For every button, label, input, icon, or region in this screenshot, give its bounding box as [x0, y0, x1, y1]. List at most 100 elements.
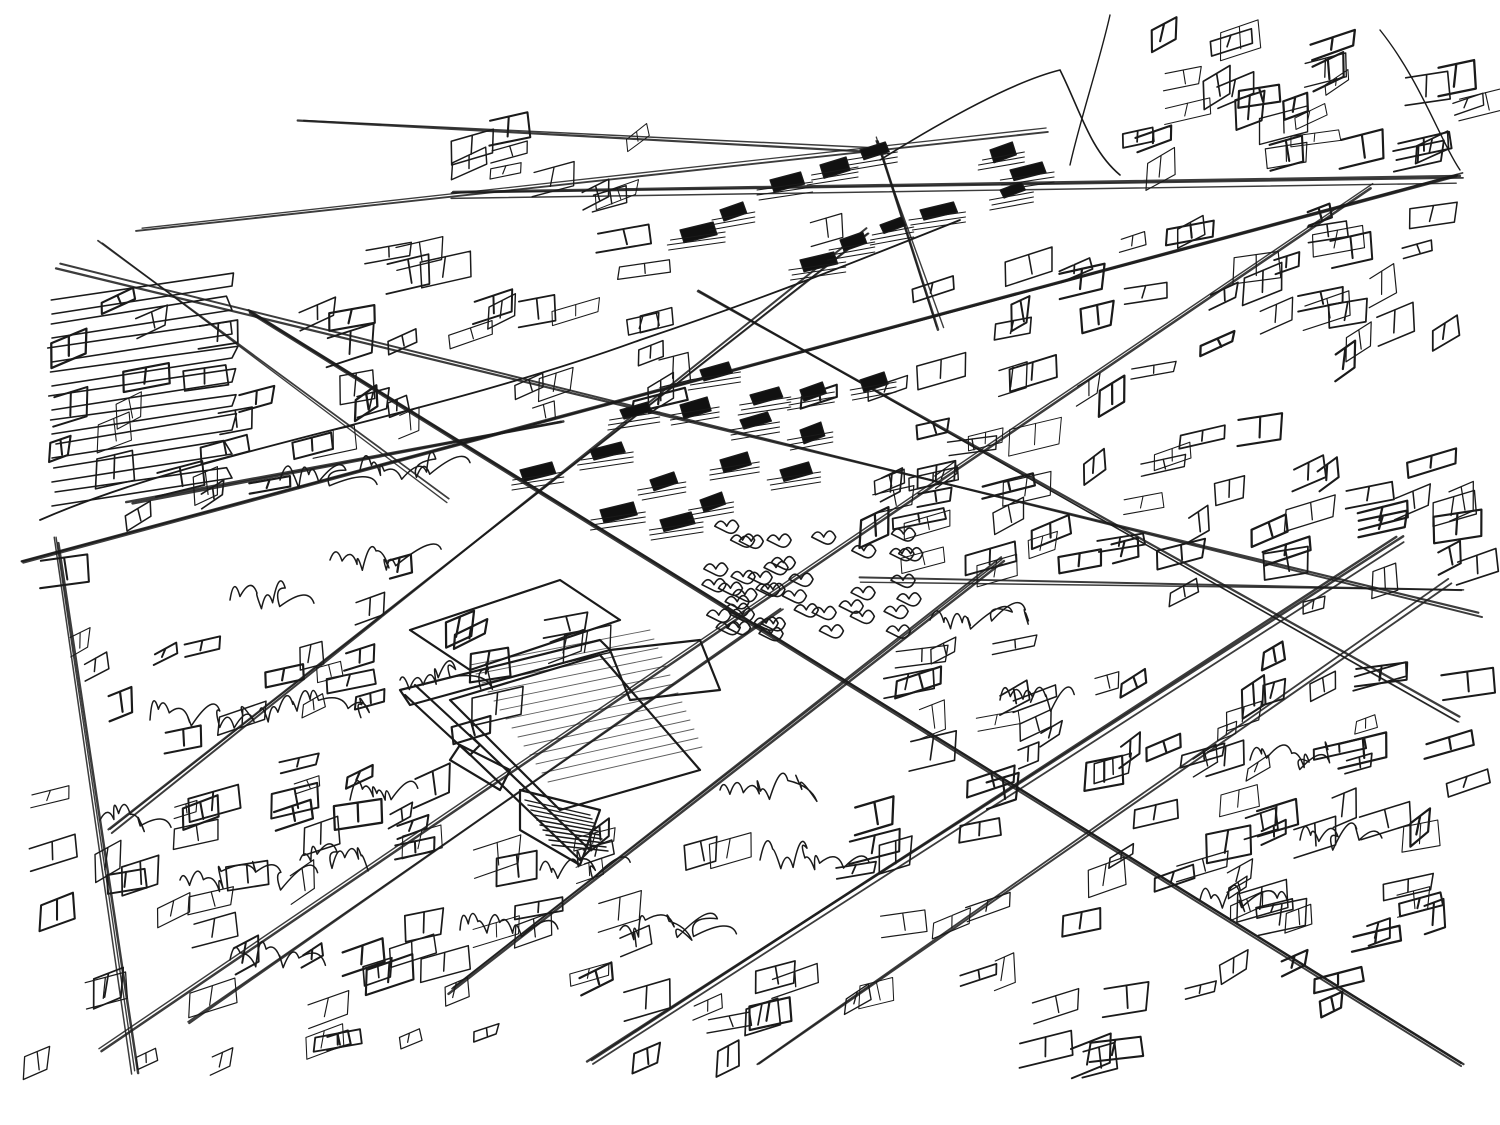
- building-block: [69, 627, 91, 658]
- building-block: [471, 288, 514, 325]
- hatch-stroke: [689, 376, 742, 386]
- hatch-stroke: [740, 401, 792, 411]
- building-block: [293, 775, 321, 795]
- wing-shading: [536, 819, 599, 832]
- hatch-stroke: [669, 231, 726, 241]
- building-block: [911, 275, 955, 304]
- building-block: [1058, 257, 1094, 284]
- tree-scribble: [459, 912, 559, 938]
- hatch-stroke: [870, 231, 915, 241]
- building-block: [1205, 739, 1245, 778]
- slab-building: [50, 272, 235, 315]
- building-block: [1218, 949, 1249, 986]
- building-block: [1019, 708, 1052, 742]
- building-block: [1153, 441, 1192, 472]
- building-block: [966, 764, 1016, 799]
- hatch-stroke: [846, 151, 898, 161]
- wing-shading: [548, 839, 607, 848]
- hatch-stroke: [758, 191, 814, 201]
- building-block: [344, 763, 374, 790]
- building-block: [182, 364, 230, 392]
- tree-clump: [713, 519, 740, 535]
- building-block: [594, 179, 640, 211]
- building-block: [1313, 965, 1365, 995]
- courtyard-hatch: [541, 737, 699, 774]
- building-block: [495, 849, 538, 888]
- hatch-stroke: [789, 441, 834, 451]
- road-stroke: [57, 541, 140, 1075]
- hatch-stroke: [709, 466, 760, 476]
- building-block: [299, 640, 325, 671]
- wing-shading: [524, 799, 591, 816]
- wing-shading: [551, 844, 609, 852]
- slab-building: [50, 295, 233, 339]
- building-block: [188, 977, 238, 1019]
- tree-scribble: [259, 689, 370, 723]
- building-block: [1008, 354, 1058, 393]
- hatch-stroke: [648, 521, 704, 531]
- tree-clump: [793, 603, 820, 618]
- wing-shading: [545, 834, 605, 844]
- building-block: [1162, 65, 1202, 92]
- building-block: [191, 911, 239, 949]
- wing-shading: [533, 814, 597, 828]
- building-block: [30, 785, 70, 809]
- hatch-stroke: [641, 491, 687, 501]
- hatch-stroke: [709, 216, 756, 226]
- building-block: [403, 907, 445, 943]
- building-block: [301, 693, 326, 719]
- road-stroke: [696, 290, 1461, 718]
- hatch-stroke: [806, 176, 859, 186]
- building-block: [1432, 508, 1483, 545]
- hatch-stroke: [756, 186, 814, 196]
- building-block: [385, 253, 431, 295]
- road-stroke: [22, 173, 1459, 564]
- building-block: [1123, 281, 1168, 306]
- building-block: [1311, 224, 1366, 258]
- building-block: [444, 976, 470, 1007]
- building-block: [452, 618, 489, 651]
- building-block: [1175, 850, 1229, 883]
- hatch-stroke: [850, 386, 897, 396]
- building-block: [879, 909, 928, 939]
- tree-scribble: [539, 850, 631, 880]
- building-block: [1061, 906, 1102, 938]
- hatch-stroke: [689, 506, 735, 516]
- building-block: [1241, 261, 1283, 307]
- building-block: [991, 634, 1038, 656]
- building-block: [1368, 263, 1398, 309]
- building-block: [683, 835, 718, 871]
- building-block: [1437, 58, 1477, 98]
- tree-clump: [850, 543, 877, 559]
- road-stroke: [100, 187, 1372, 1053]
- building-block: [387, 328, 418, 356]
- hatch-stroke: [709, 471, 760, 481]
- building-block: [1404, 70, 1452, 107]
- building-block: [339, 369, 376, 406]
- road-stroke: [124, 420, 563, 504]
- hatch-stroke: [729, 421, 781, 431]
- hatch-stroke: [1001, 176, 1055, 186]
- hatch-stroke: [688, 501, 735, 511]
- slab-building: [46, 320, 233, 363]
- tree-clump: [890, 573, 916, 589]
- road-stroke: [450, 182, 1457, 200]
- tree-clump: [811, 605, 837, 621]
- tree-scribble: [349, 779, 419, 801]
- building-block: [997, 361, 1028, 398]
- road-stroke: [451, 174, 1462, 194]
- building-block: [1118, 230, 1147, 253]
- building-block: [1376, 301, 1416, 347]
- building-block: [1057, 548, 1103, 575]
- courtyard-hatch: [535, 728, 695, 765]
- tree-clump: [849, 609, 876, 625]
- building-block: [154, 460, 206, 498]
- road-stroke: [54, 267, 1480, 614]
- tree-clump: [889, 546, 915, 562]
- tree-scribble: [279, 464, 378, 489]
- building-block: [107, 685, 134, 723]
- dark-building: [679, 396, 712, 420]
- building-block: [1356, 499, 1409, 531]
- tree-clump: [896, 592, 922, 607]
- road-stroke: [756, 578, 1450, 1066]
